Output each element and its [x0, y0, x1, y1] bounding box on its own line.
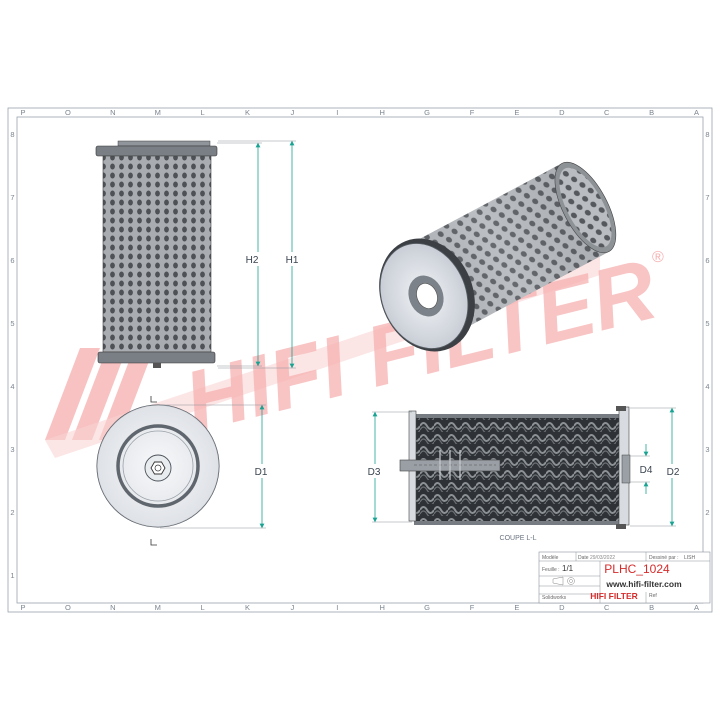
- grid-row-label: 7: [705, 193, 709, 202]
- grid-column-label: N: [110, 108, 115, 117]
- dimension-d3: D3: [364, 411, 412, 523]
- title-block-feuille-label: Feuille :: [542, 567, 560, 573]
- section-caption: COUPE L-L: [500, 535, 537, 542]
- grid-column-label: I: [336, 603, 338, 612]
- title-block-part-number: PLHC_1024: [604, 562, 670, 576]
- grid-column-label: K: [245, 603, 250, 612]
- grid-row-labels-left: 8 7 6 5 4 3 2 1: [10, 130, 14, 580]
- dimension-h1: H1: [218, 140, 304, 369]
- projection-symbol-icon: [552, 576, 575, 586]
- title-block-modele-label: Modèle: [542, 555, 559, 561]
- grid-column-label: A: [694, 108, 699, 117]
- grid-column-label: O: [65, 108, 71, 117]
- watermark-registered-mark: ®: [652, 249, 664, 266]
- grid-column-label: J: [291, 108, 295, 117]
- grid-column-label: D: [559, 108, 565, 117]
- grid-column-label: N: [110, 603, 115, 612]
- grid-column-label: D: [559, 603, 565, 612]
- grid-row-label: 2: [10, 508, 14, 517]
- grid-column-label: K: [245, 108, 250, 117]
- grid-row-label: 8: [705, 130, 709, 139]
- grid-row-label: 1: [10, 571, 14, 580]
- title-block-website: www.hifi-filter.com: [605, 579, 682, 589]
- front-view: [95, 140, 218, 368]
- grid-column-label: M: [155, 603, 161, 612]
- title-block-company: HIFI FILTER: [590, 591, 638, 601]
- title-block-solidworks-label: Solidworks: [542, 595, 567, 601]
- grid-column-label: L: [201, 108, 205, 117]
- section-view: [399, 406, 631, 529]
- grid-column-label: J: [291, 603, 295, 612]
- grid-column-label: H: [379, 603, 384, 612]
- dimension-label-d1: D1: [255, 467, 268, 478]
- section-mark-top: [150, 396, 157, 403]
- grid-row-label: 6: [705, 256, 709, 265]
- end-view: [96, 404, 220, 528]
- grid-column-label: M: [155, 108, 161, 117]
- grid-row-label: 6: [10, 256, 14, 265]
- dimension-label-h1: H1: [286, 255, 299, 266]
- dimension-label-h2: H2: [246, 255, 259, 266]
- grid-row-label: 5: [705, 319, 709, 328]
- title-block-dessine-value: LISH: [684, 555, 696, 561]
- grid-column-label: G: [424, 603, 430, 612]
- grid-column-label: H: [379, 108, 384, 117]
- dimension-d2: D2: [630, 407, 684, 527]
- title-block-date-value: 29/03/2022: [590, 555, 615, 561]
- grid-row-label: 2: [705, 508, 709, 517]
- title-block: Modèle Date 29/03/2022 Dessiné par : LIS…: [538, 551, 711, 604]
- dimension-h2: H2: [217, 142, 272, 367]
- dimension-label-d4: D4: [640, 465, 653, 476]
- title-block-feuille-value: 1/1: [562, 564, 574, 573]
- drawing-frame: [7, 107, 713, 613]
- grid-column-label: C: [604, 108, 610, 117]
- dimension-label-d3: D3: [368, 467, 381, 478]
- grid-column-label: E: [514, 108, 519, 117]
- dimension-d4: D4: [630, 444, 653, 494]
- grid-column-label: P: [20, 108, 25, 117]
- dimension-label-d2: D2: [667, 467, 680, 478]
- section-mark-bottom: [150, 539, 157, 546]
- grid-column-label: C: [604, 603, 610, 612]
- isometric-view: [379, 161, 617, 352]
- grid-column-label: B: [649, 603, 654, 612]
- grid-column-label: O: [65, 603, 71, 612]
- title-block-date-label: Date: [578, 555, 589, 561]
- grid-row-label: 5: [10, 319, 14, 328]
- grid-row-label: 8: [10, 130, 14, 139]
- grid-row-label: 4: [10, 382, 14, 391]
- grid-column-label: I: [336, 108, 338, 117]
- grid-column-label: E: [514, 603, 519, 612]
- grid-column-label: F: [470, 603, 475, 612]
- title-block-ref-label: Ref: [649, 593, 657, 599]
- grid-row-label: 7: [10, 193, 14, 202]
- grid-column-label: L: [201, 603, 205, 612]
- grid-column-label: G: [424, 108, 430, 117]
- grid-column-label: F: [470, 108, 475, 117]
- grid-column-label: P: [20, 603, 25, 612]
- grid-row-label: 3: [705, 445, 709, 454]
- title-block-dessine-label: Dessiné par :: [649, 555, 678, 561]
- dimension-d1: D1: [160, 404, 274, 529]
- grid-column-label: B: [649, 108, 654, 117]
- grid-row-label: 3: [10, 445, 14, 454]
- grid-row-label: 4: [705, 382, 709, 391]
- grid-column-label: A: [694, 603, 699, 612]
